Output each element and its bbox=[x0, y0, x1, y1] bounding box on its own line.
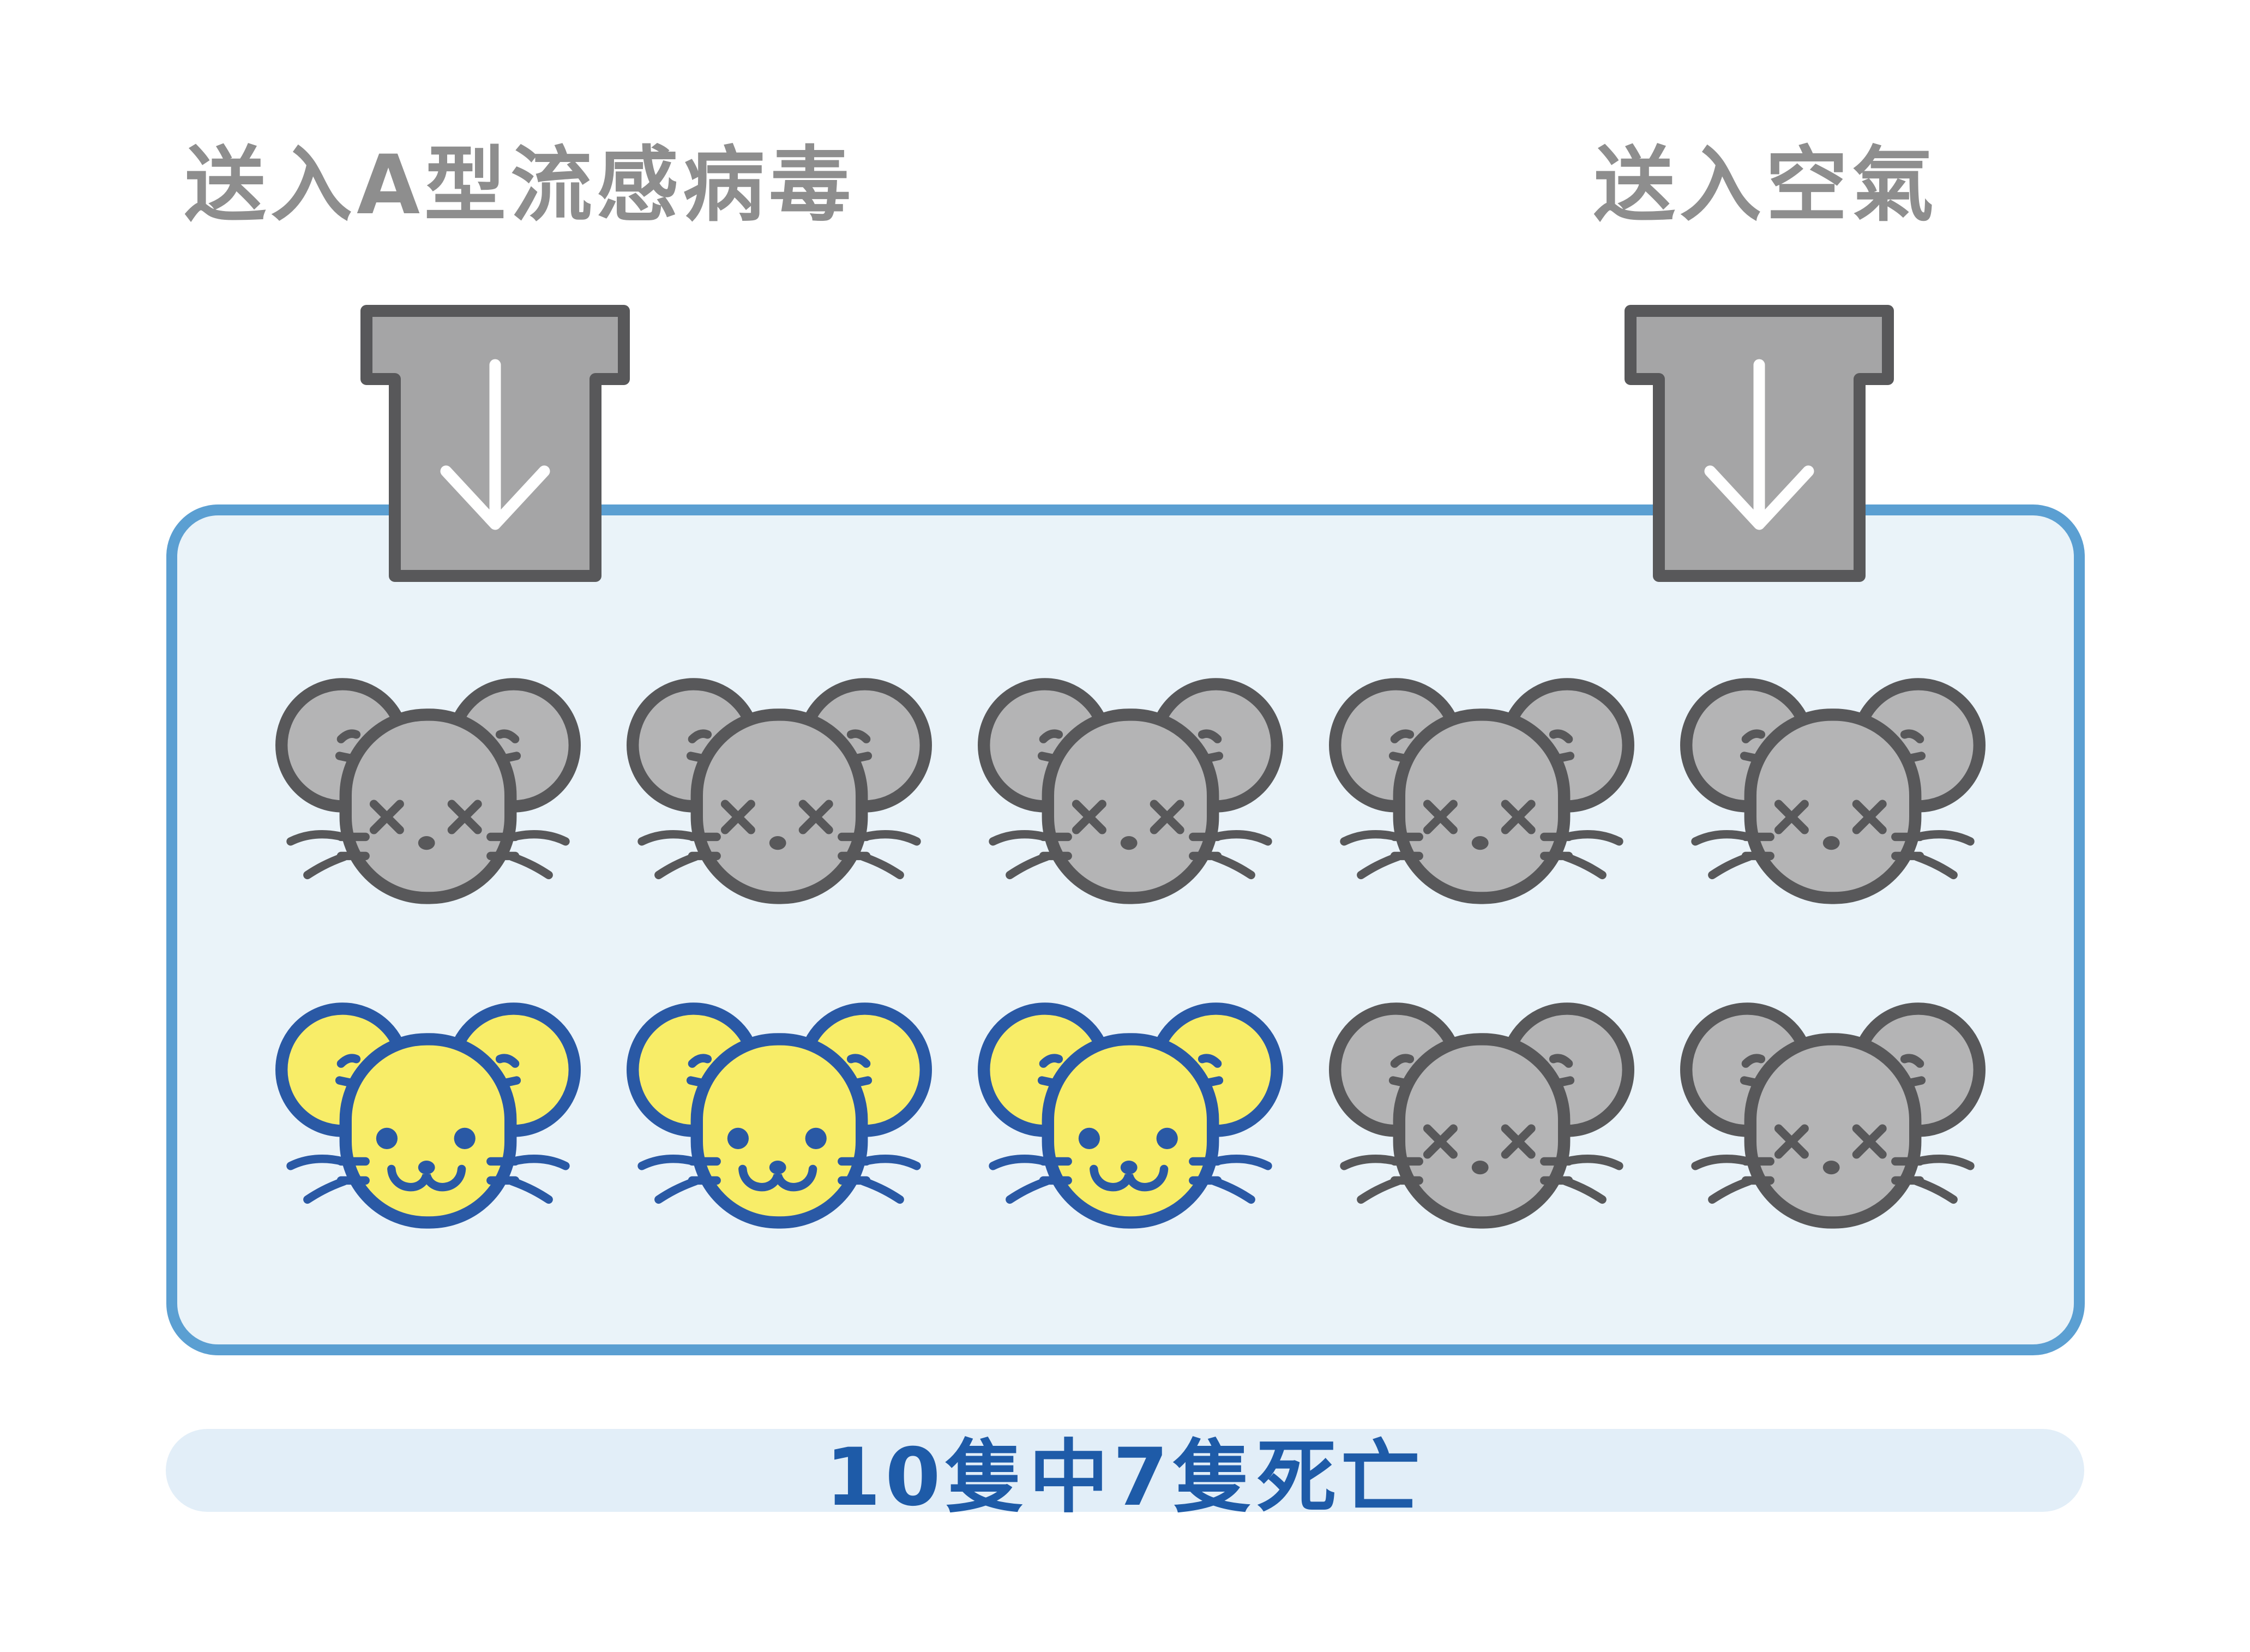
mouse-dead bbox=[1329, 678, 1634, 910]
result-caption-text: 10隻中7隻死亡 bbox=[825, 1431, 1425, 1524]
mouse-dead bbox=[1329, 1002, 1634, 1235]
result-caption-bar: 10隻中7隻死亡 bbox=[166, 1429, 2084, 1524]
mouse-alive bbox=[978, 1002, 1283, 1235]
mouse-alive bbox=[627, 1002, 932, 1235]
air-inlet-label: 送入空氣 bbox=[1593, 138, 1939, 233]
mouse-dead bbox=[627, 678, 932, 910]
virus-inlet-tube bbox=[360, 305, 630, 582]
arrow-down-icon bbox=[360, 305, 630, 582]
mouse-alive bbox=[275, 1002, 581, 1235]
virus-inlet-label: 送入A型流感病毒 bbox=[184, 138, 856, 233]
air-inlet-tube bbox=[1625, 305, 1894, 582]
arrow-down-icon bbox=[1625, 305, 1894, 582]
mouse-dead bbox=[275, 678, 581, 910]
mouse-dead bbox=[978, 678, 1283, 910]
mouse-dead bbox=[1680, 678, 1986, 910]
mouse-dead bbox=[1680, 1002, 1986, 1235]
